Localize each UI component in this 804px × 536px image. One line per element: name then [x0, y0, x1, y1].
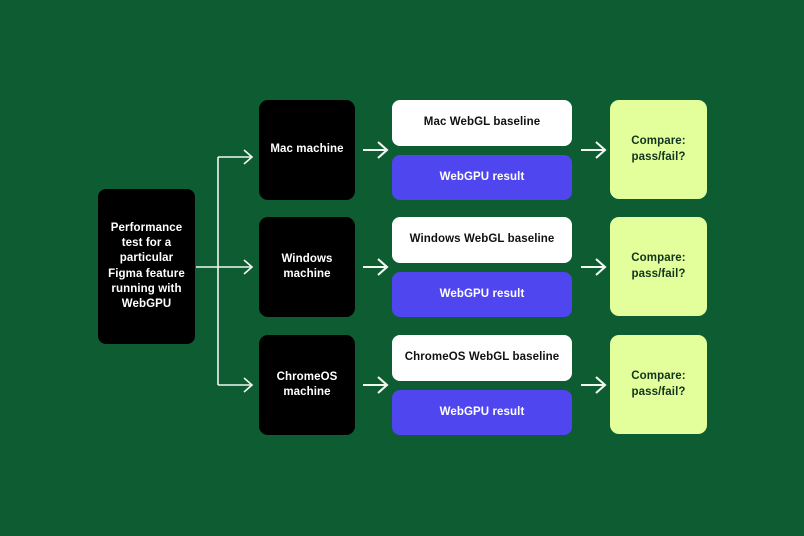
compare-node-mac[interactable]: Compare: pass/fail? — [610, 100, 707, 199]
machine-to-test-arrow-row-1 — [363, 141, 389, 159]
machine-node-windows[interactable]: Windows machine — [259, 217, 355, 317]
machine-node-chromeos[interactable]: ChromeOS machine — [259, 335, 355, 435]
test-to-compare-arrow-row-1 — [581, 141, 607, 159]
machine-node-mac[interactable]: Mac machine — [259, 100, 355, 200]
compare-node-windows[interactable]: Compare: pass/fail? — [610, 217, 707, 316]
baseline-node-windows[interactable]: Windows WebGL baseline — [392, 217, 572, 263]
test-to-compare-arrow-row-3 — [581, 376, 607, 394]
branch-bottom-arrowhead — [243, 377, 254, 393]
machine-to-test-arrow-row-2 — [363, 258, 389, 276]
compare-node-chromeos[interactable]: Compare: pass/fail? — [610, 335, 707, 434]
baseline-node-mac[interactable]: Mac WebGL baseline — [392, 100, 572, 146]
result-node-chromeos[interactable]: WebGPU result — [392, 390, 572, 435]
branch-connector-group — [196, 149, 254, 393]
arrow-head — [377, 258, 389, 276]
baseline-node-chromeos[interactable]: ChromeOS WebGL baseline — [392, 335, 572, 381]
machine-to-test-arrow-row-3 — [363, 376, 389, 394]
result-node-windows[interactable]: WebGPU result — [392, 272, 572, 317]
arrow-head — [595, 141, 607, 159]
source-node-performance-test[interactable]: Performance test for a particular Figma … — [98, 189, 195, 344]
result-node-mac[interactable]: WebGPU result — [392, 155, 572, 200]
arrow-head — [377, 376, 389, 394]
arrow-head — [595, 258, 607, 276]
arrow-head — [595, 376, 607, 394]
test-to-compare-arrow-row-2 — [581, 258, 607, 276]
branch-top-arrowhead — [243, 149, 254, 165]
branch-middle-arrowhead — [243, 259, 254, 275]
arrow-head — [377, 141, 389, 159]
